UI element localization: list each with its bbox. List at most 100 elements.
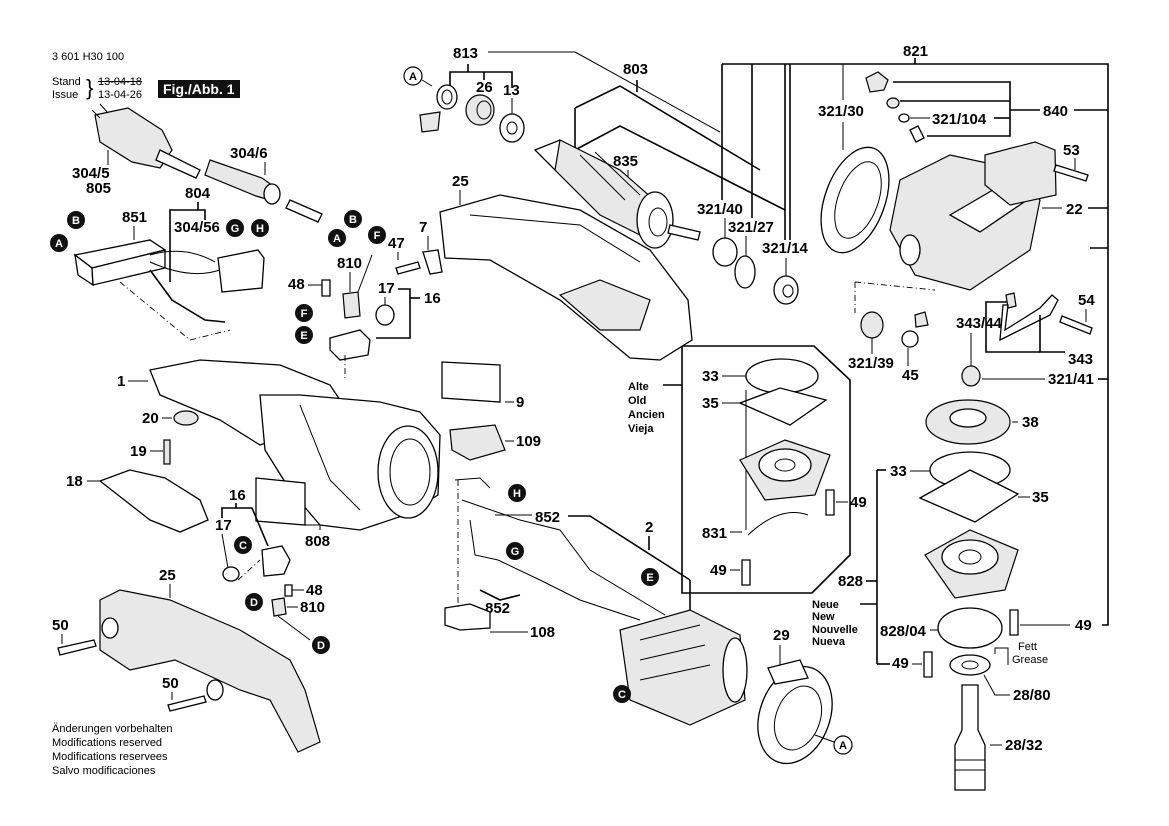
label-304-6: 304/6 — [230, 145, 268, 162]
svg-text:B: B — [349, 214, 357, 226]
label-7: 7 — [419, 219, 427, 236]
bearing-321-14-part — [773, 275, 799, 305]
marker-f-2 — [295, 304, 313, 322]
label-321-27: 321/27 — [728, 219, 774, 236]
svg-text:D: D — [317, 640, 325, 652]
marker-b-2 — [344, 210, 362, 228]
spring-17-bottom-part — [222, 566, 240, 582]
label-28-32: 28/32 — [1005, 737, 1043, 754]
label-828-04: 828/04 — [880, 623, 927, 640]
knob-part — [860, 311, 929, 348]
guard-flange-part — [820, 146, 890, 254]
label-47: 47 — [388, 235, 405, 252]
svg-text:A: A — [409, 71, 417, 83]
label-343: 343 — [1068, 351, 1093, 368]
spring-20-part — [173, 410, 199, 426]
wire-h-part — [454, 477, 491, 489]
marker-c-2 — [613, 685, 631, 703]
flange-old-part — [739, 439, 831, 501]
marker-e-2 — [641, 568, 659, 586]
part-109 — [449, 424, 506, 461]
label-804: 804 — [185, 185, 211, 202]
label-321-40: 321/40 — [697, 201, 743, 218]
label-29: 29 — [773, 627, 790, 644]
label-805: 805 — [86, 180, 111, 197]
label-plate-808-part — [255, 477, 306, 526]
marker-d-2 — [312, 636, 330, 654]
svg-text:C: C — [239, 540, 247, 552]
label-48-top: 48 — [288, 276, 305, 293]
circlip-part — [712, 237, 738, 267]
marker-h-1 — [251, 219, 269, 237]
marker-g-2 — [506, 542, 524, 560]
label-852-top: 852 — [535, 509, 560, 526]
label-49-new-b: 49 — [892, 655, 909, 672]
svg-text:A: A — [55, 238, 63, 250]
marker-a-2 — [328, 229, 346, 247]
spring-19-part — [163, 439, 171, 465]
brush-810-bottom-part — [271, 597, 287, 617]
label-50-left: 50 — [52, 617, 69, 634]
label-810-top: 810 — [337, 255, 362, 272]
marker-g-1 — [226, 219, 244, 237]
label-33-old: 33 — [702, 368, 719, 385]
marker-e-1 — [295, 326, 313, 344]
label-49-old-a: 49 — [850, 494, 867, 511]
brace-icon: } — [86, 75, 94, 100]
note-es: Salvo modificaciones — [52, 765, 156, 777]
label-25-bottom: 25 — [159, 567, 176, 584]
label-26: 26 — [476, 79, 493, 96]
modification-notes: Änderungen vorbehalten Modifications res… — [52, 722, 172, 778]
part-108 — [444, 603, 491, 631]
label-plate-9-part — [441, 361, 501, 403]
label-38: 38 — [1022, 414, 1039, 431]
note-en: Modifications reserved — [52, 737, 163, 749]
spring-clip-831-part — [747, 512, 809, 536]
label-321-39: 321/39 — [848, 355, 894, 372]
label-109: 109 — [516, 433, 541, 450]
ring-part — [734, 255, 756, 289]
marker-a-outline-1 — [403, 66, 423, 86]
label-48-bottom: 48 — [306, 582, 323, 599]
label-35-new: 35 — [1032, 489, 1049, 506]
marker-f-1 — [368, 226, 386, 244]
screw-50-left-part — [57, 639, 97, 656]
new-label-de: Neue — [812, 599, 839, 611]
screw-49-new-part — [1009, 609, 1019, 636]
wire-852a-part — [461, 499, 666, 616]
svg-text:D: D — [250, 597, 258, 609]
marker-h-2 — [508, 484, 526, 502]
svg-text:A: A — [839, 740, 847, 752]
label-53: 53 — [1063, 142, 1080, 159]
fan-baffle-part — [757, 659, 833, 765]
screw-47-part — [395, 261, 421, 275]
label-321-30: 321/30 — [818, 103, 864, 120]
label-16-top: 16 — [424, 290, 441, 307]
label-18: 18 — [66, 473, 83, 490]
screw-48-bottom-part — [284, 584, 293, 597]
new-label-es: Nueva — [812, 636, 846, 648]
switch-assembly-part — [73, 239, 265, 323]
washer-28-80-part — [949, 654, 991, 676]
cover-part — [984, 141, 1057, 206]
lever-7-part — [422, 249, 443, 275]
label-831: 831 — [702, 525, 727, 542]
issue-label: Issue — [52, 89, 79, 101]
brush-holder-bottom-part — [261, 545, 291, 577]
field-coil-part — [619, 609, 748, 726]
plate-35-new-part — [918, 469, 1020, 523]
label-19: 19 — [130, 443, 147, 460]
screw-48-part — [321, 279, 331, 297]
flange-new-part — [924, 529, 1019, 599]
new-label-fr: Nouvelle — [812, 624, 858, 636]
brush-810-part — [342, 291, 361, 319]
label-9: 9 — [516, 394, 524, 411]
label-852-bottom: 852 — [485, 600, 510, 617]
old-label-de: Alte — [628, 381, 649, 393]
screw-53-part — [1053, 164, 1089, 182]
old-label-fr: Ancien — [628, 409, 665, 421]
rear-handle-part — [99, 589, 321, 753]
label-35-old: 35 — [702, 395, 719, 412]
label-22: 22 — [1066, 201, 1083, 218]
figure-badge: Fig./Abb. 1 — [158, 80, 240, 98]
